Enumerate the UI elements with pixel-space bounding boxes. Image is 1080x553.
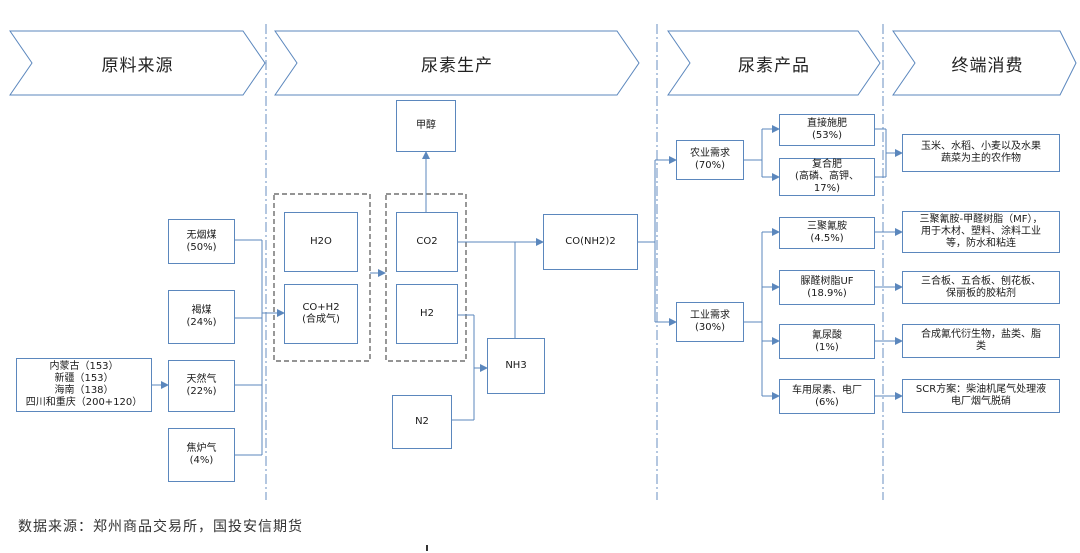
- node-direct-fertilizer: 直接施肥 (53%): [779, 114, 875, 146]
- node-vehicle-urea: 车用尿素、电厂 (6%): [779, 379, 875, 414]
- source-note: 数据来源：郑州商品交易所，国投安信期货: [18, 519, 303, 535]
- node-n2: N2: [392, 395, 452, 449]
- node-board-adhesive: 三合板、五合板、刨花板、 保丽板的胶粘剂: [902, 271, 1060, 304]
- node-melamine: 三聚氰胺 (4.5%): [779, 217, 875, 249]
- header-chevron-raw: [9, 30, 266, 96]
- node-cyanuric-derivatives: 合成氰代衍生物，盐类、脂 类: [902, 324, 1060, 358]
- node-urea: CO(NH2)2: [543, 214, 638, 270]
- node-co2: CO2: [396, 212, 458, 272]
- node-lignite: 褐煤 (24%): [168, 290, 235, 344]
- node-nh3: NH3: [487, 338, 545, 394]
- node-industrial-demand: 工业需求 (30%): [676, 302, 744, 342]
- node-coke-oven-gas: 焦炉气 (4%): [168, 428, 235, 482]
- header-urea-production: 尿素生产: [421, 55, 493, 76]
- node-melamine-resin-use: 三聚氰胺-甲醛树脂（MF）， 用于木材、塑料、涂料工业 等，防水和粘连: [902, 211, 1060, 253]
- node-anthracite: 无烟煤 (50%): [168, 219, 235, 264]
- node-compound-fertilizer: 复合肥 (高磷、高钾、 17%): [779, 158, 875, 196]
- node-crops: 玉米、水稻、小麦以及水果 蔬菜为主的农作物: [902, 134, 1060, 172]
- header-chevron-production: [274, 30, 640, 96]
- node-methanol: 甲醇: [396, 100, 456, 152]
- node-natural-gas: 天然气 (22%): [168, 360, 235, 412]
- header-chevron-consumption: [892, 30, 1077, 96]
- node-regions: 内蒙古（153） 新疆（153） 海南（138） 四川和重庆（200+120）: [16, 358, 152, 412]
- node-scr-solution: SCR方案：柴油机尾气处理液 电厂烟气脱硝: [902, 379, 1060, 413]
- node-cyanuric-acid: 氰尿酸 (1%): [779, 324, 875, 359]
- header-raw-materials: 原料来源: [101, 55, 174, 76]
- node-uf-resin: 脲醛树脂UF (18.9%): [779, 270, 875, 305]
- header-chevron-products: [667, 30, 881, 96]
- gas-group-frame: [273, 193, 371, 362]
- page-mark: [426, 545, 428, 551]
- node-h2o: H2O: [284, 212, 358, 272]
- node-syngas: CO+H2 (合成气): [284, 284, 358, 344]
- header-urea-products: 尿素产品: [738, 55, 810, 76]
- node-agricultural-demand: 农业需求 (70%): [676, 140, 744, 180]
- node-h2: H2: [396, 284, 458, 344]
- header-end-consumption: 终端消费: [951, 55, 1024, 76]
